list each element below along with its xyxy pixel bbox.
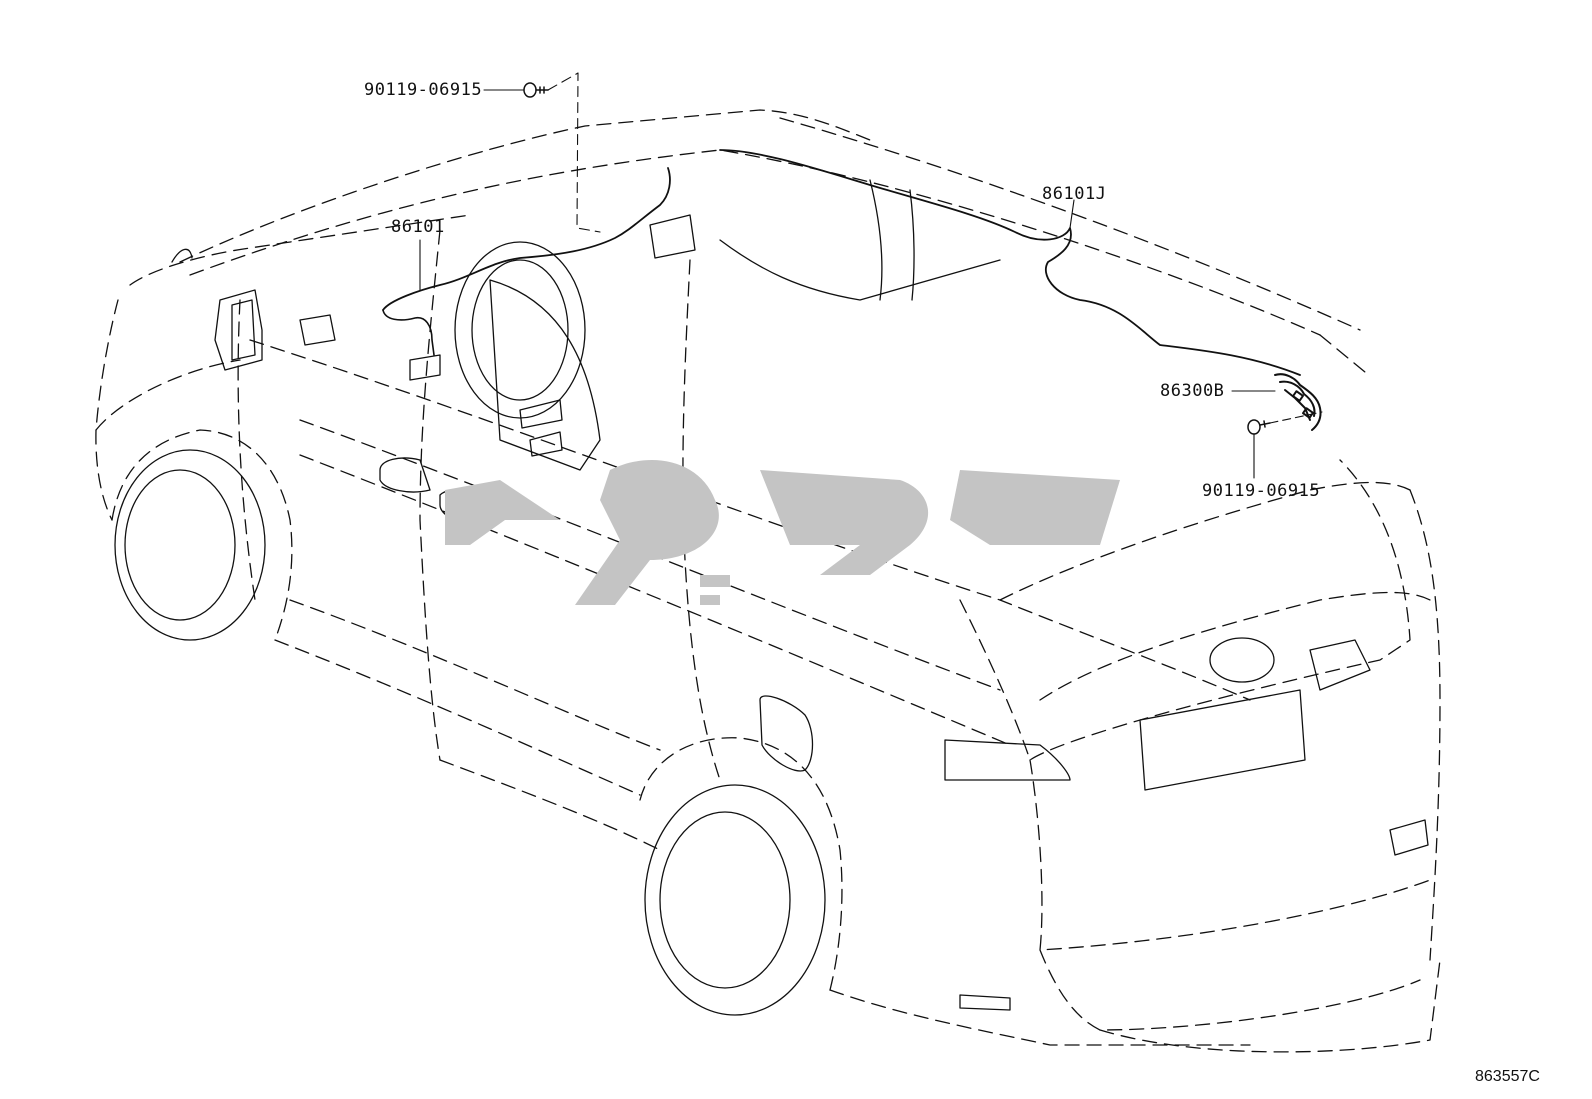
harness-front-branch bbox=[382, 309, 435, 356]
harness-roof-wire bbox=[719, 149, 1301, 376]
part-label-harness-front: 86101 bbox=[391, 217, 445, 237]
watermark-logo bbox=[445, 460, 1120, 605]
body-details bbox=[114, 179, 1429, 1016]
bolt-guide-front bbox=[547, 72, 601, 233]
bolt-rear-icon bbox=[1247, 419, 1271, 435]
leader-lines bbox=[419, 89, 1276, 479]
amplifier-bundle bbox=[1274, 373, 1322, 431]
figure-id: 863557C bbox=[1475, 1068, 1540, 1085]
part-label-harness-roof: 86101J bbox=[1042, 184, 1107, 204]
body-outline bbox=[95, 109, 1441, 1053]
bolt-guide-rear bbox=[1269, 411, 1323, 424]
harness-front-wire bbox=[382, 167, 671, 311]
part-label-amplifier: 86300B bbox=[1160, 381, 1225, 401]
part-label-bolt-front: 90119-06915 bbox=[364, 80, 483, 100]
part-label-bolt-rear: 90119-06915 bbox=[1202, 481, 1321, 501]
bolt-front-icon bbox=[523, 82, 549, 98]
